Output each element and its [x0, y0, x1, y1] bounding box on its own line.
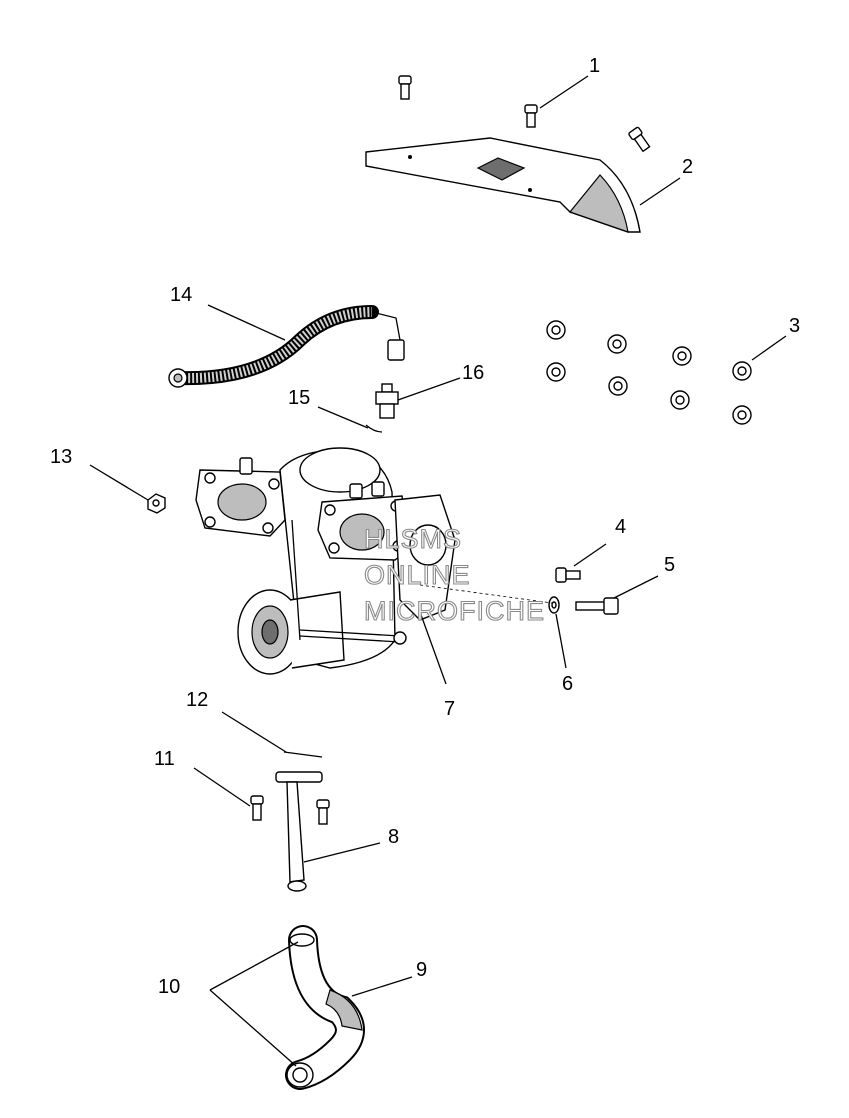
bolt-part-4: [555, 567, 581, 583]
return-hose-part-9: [285, 925, 365, 1090]
watermark-line-3: MICROFICHE: [364, 596, 545, 626]
callout-13: 13: [50, 446, 72, 468]
nut-part-13: [147, 493, 166, 514]
leader-line-12: [221, 711, 287, 753]
callout-15: 15: [288, 387, 310, 409]
callout-7: 7: [444, 698, 455, 720]
leader-line-5: [613, 575, 659, 599]
leader-line-10a: [209, 941, 299, 991]
heat-shield-part-2: [365, 137, 641, 233]
callout-4: 4: [615, 516, 626, 538]
callout-12: 12: [186, 689, 208, 711]
callout-8: 8: [388, 826, 399, 848]
sealing-ring-part-15: [365, 424, 383, 433]
leader-line-6: [555, 613, 567, 669]
screw-part-11: [250, 795, 330, 825]
fitting-part-16: [375, 383, 399, 419]
callout-6: 6: [562, 673, 573, 695]
oil-return-pipe-part-8: [275, 771, 323, 892]
leader-line-9: [351, 976, 413, 997]
callout-16: 16: [462, 362, 484, 384]
gasket-part-12: [283, 751, 323, 758]
nut-group-part-3: [546, 320, 752, 425]
turbocharger-assembly: [195, 447, 456, 675]
leader-line-13: [89, 464, 149, 501]
leader-line-14: [207, 304, 286, 341]
leader-line-7: [419, 611, 447, 685]
oil-feed-hose-part-14: [168, 305, 405, 388]
callout-14: 14: [170, 284, 192, 306]
callout-10: 10: [158, 976, 180, 998]
leader-line-10b: [209, 989, 297, 1067]
callout-3: 3: [789, 315, 800, 337]
watermark: HLSMS ONLINE MICROFICHE: [363, 523, 545, 626]
watermark-line-2: ONLINE: [364, 560, 471, 590]
callout-11: 11: [154, 748, 175, 770]
leader-line-3: [751, 335, 787, 361]
leader-line-8: [303, 842, 381, 863]
leader-line-2: [639, 177, 681, 206]
leader-line-11: [193, 767, 251, 807]
bolt-part-5: [575, 597, 619, 615]
watermark-line-1: HLSMS: [364, 524, 462, 554]
leader-line-4: [573, 543, 607, 567]
leader-line-1: [539, 75, 589, 109]
screw-part-1: [398, 75, 651, 153]
callout-5: 5: [664, 554, 675, 576]
leader-line-16: [397, 377, 461, 401]
callout-1: 1: [589, 55, 600, 77]
washer-part-6: [548, 596, 560, 614]
alignment-line: [419, 584, 553, 604]
callout-9: 9: [416, 959, 427, 981]
callout-2: 2: [682, 156, 693, 178]
leader-line-15: [317, 406, 369, 429]
